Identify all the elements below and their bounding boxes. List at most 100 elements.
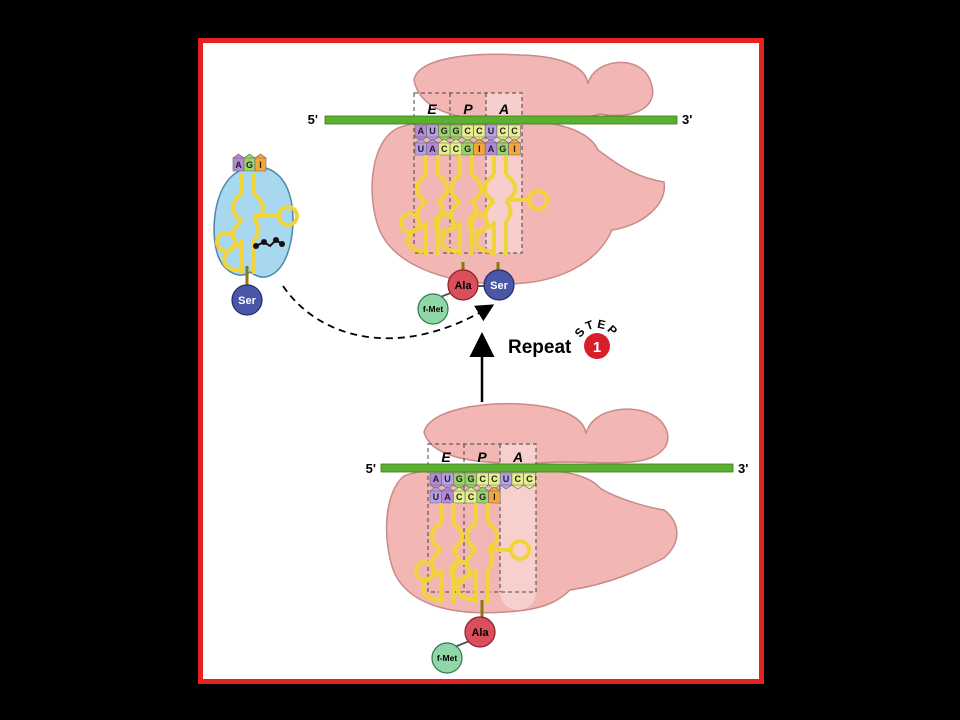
bottom-anticodon-base-label-3: C xyxy=(468,492,475,502)
top-codon-base-label-1: U xyxy=(429,126,436,136)
top-anticodon-base-label-1: A xyxy=(429,144,436,154)
step-letter-2: E xyxy=(596,317,607,332)
top-ala-label: Ala xyxy=(454,280,472,292)
top-codon-base-label-7: C xyxy=(500,126,507,136)
incoming-anticodon-base-label-1: G xyxy=(246,160,253,170)
top-ala-residue xyxy=(447,269,479,301)
gtp-molecule-icon xyxy=(253,237,285,249)
top-anticodon-base-1 xyxy=(425,138,440,156)
bottom-site-e: E xyxy=(441,449,451,465)
step-number-badge xyxy=(584,333,610,359)
top-anticodon-base-label-7: G xyxy=(499,144,506,154)
incoming-anticodon-base-label-0: A xyxy=(235,160,242,170)
bottom-anticodon-base-label-0: U xyxy=(433,492,440,502)
bottom-ala-residue xyxy=(464,616,496,648)
bottom-ala-label: Ala xyxy=(471,627,489,639)
bottom-anticodon-base-label-1: A xyxy=(444,492,451,502)
top-anticodon-base-label-0: U xyxy=(418,144,425,154)
bottom-codon-base-2 xyxy=(452,472,467,490)
top-trna-1 xyxy=(399,155,449,255)
step-letter-3: P xyxy=(605,322,620,338)
top-anticodon-base-label-3: C xyxy=(453,144,460,154)
delivery-arrow xyxy=(282,285,495,340)
bottom-codon-base-label-3: G xyxy=(467,474,474,484)
top-codon-base-label-4: C xyxy=(464,126,471,136)
bottom-codon-base-label-6: U xyxy=(503,474,510,484)
bottom-anticodon-base-label-4: G xyxy=(479,492,486,502)
top-trna-2 xyxy=(433,155,483,255)
top-five-prime: 5' xyxy=(308,112,318,127)
top-site-a: A xyxy=(498,101,509,117)
top-site-e: E xyxy=(427,101,437,117)
bottom-anticodon-base-label-5: I xyxy=(493,492,496,502)
top-anticodon-base-label-8: I xyxy=(513,144,516,154)
top-codon-base-5 xyxy=(472,124,487,142)
bottom-fmet-label: f-Met xyxy=(437,653,457,663)
top-codon-base-4 xyxy=(460,124,475,142)
top-anticodon-base-label-5: I xyxy=(478,144,481,154)
top-fmet-residue xyxy=(417,293,449,325)
bottom-codon-base-label-7: C xyxy=(515,474,522,484)
bottom-codon-base-label-1: U xyxy=(444,474,451,484)
step-letter-1: T xyxy=(584,317,596,333)
incoming-anticodon-base-1 xyxy=(243,153,256,172)
top-site-p: P xyxy=(463,101,473,117)
top-anticodon-base-7 xyxy=(495,138,510,156)
top-codon-base-6 xyxy=(484,124,498,142)
top-codon-base-label-5: C xyxy=(476,126,483,136)
top-anticodon-base-0 xyxy=(414,138,428,156)
bottom-trna-group xyxy=(414,503,531,603)
top-ser-label: Ser xyxy=(490,280,508,292)
incoming-trna xyxy=(215,174,299,274)
bottom-anticodon-base-5 xyxy=(487,486,502,504)
bottom-site-p: P xyxy=(477,449,487,465)
bottom-mrna-strand xyxy=(380,463,734,473)
bottom-small-subunit xyxy=(423,402,669,465)
top-anticodon-base-label-2: C xyxy=(441,144,448,154)
top-codon-base-label-2: G xyxy=(441,126,448,136)
bottom-codon-base-8 xyxy=(522,472,537,490)
top-anticodon-base-label-4: G xyxy=(464,144,471,154)
incoming-ser-residue xyxy=(231,284,263,316)
bottom-codon-base-label-8: C xyxy=(526,474,533,484)
top-anticodon-base-label-6: A xyxy=(488,144,495,154)
bottom-codon-base-label-4: C xyxy=(479,474,486,484)
top-codon-base-2 xyxy=(437,124,452,142)
top-mrna-strand xyxy=(324,115,678,125)
bottom-three-prime: 3' xyxy=(738,461,748,476)
incoming-anticodon-base-2 xyxy=(254,153,267,172)
repeat-text: Repeat xyxy=(508,337,572,358)
bottom-codon-base-label-5: C xyxy=(491,474,498,484)
top-fmet-label: f-Met xyxy=(423,304,443,314)
top-trna-group xyxy=(399,155,549,255)
bottom-codon-base-label-2: G xyxy=(456,474,463,484)
bottom-codon-base-4 xyxy=(475,472,490,490)
bottom-codon-base-label-0: A xyxy=(433,474,440,484)
top-codon-base-8 xyxy=(507,124,522,142)
bottom-site-a: A xyxy=(512,449,523,465)
bottom-anticodon-base-label-2: C xyxy=(456,492,463,502)
incoming-anticodon-base-label-2: I xyxy=(259,160,262,170)
bottom-fmet-residue xyxy=(431,642,463,674)
top-three-prime: 3' xyxy=(682,112,692,127)
top-trna-3 xyxy=(467,155,517,255)
bottom-trna-2 xyxy=(449,503,499,603)
top-anticodon-base-8 xyxy=(507,138,522,156)
top-codon-base-label-0: A xyxy=(418,126,425,136)
incoming-ser-label: Ser xyxy=(238,295,256,307)
top-codon-base-label-6: U xyxy=(488,126,495,136)
bottom-anticodon-base-3 xyxy=(464,486,478,504)
bottom-five-prime: 5' xyxy=(366,461,376,476)
bottom-codon-base-1 xyxy=(440,472,455,490)
top-ser-residue xyxy=(483,269,515,301)
